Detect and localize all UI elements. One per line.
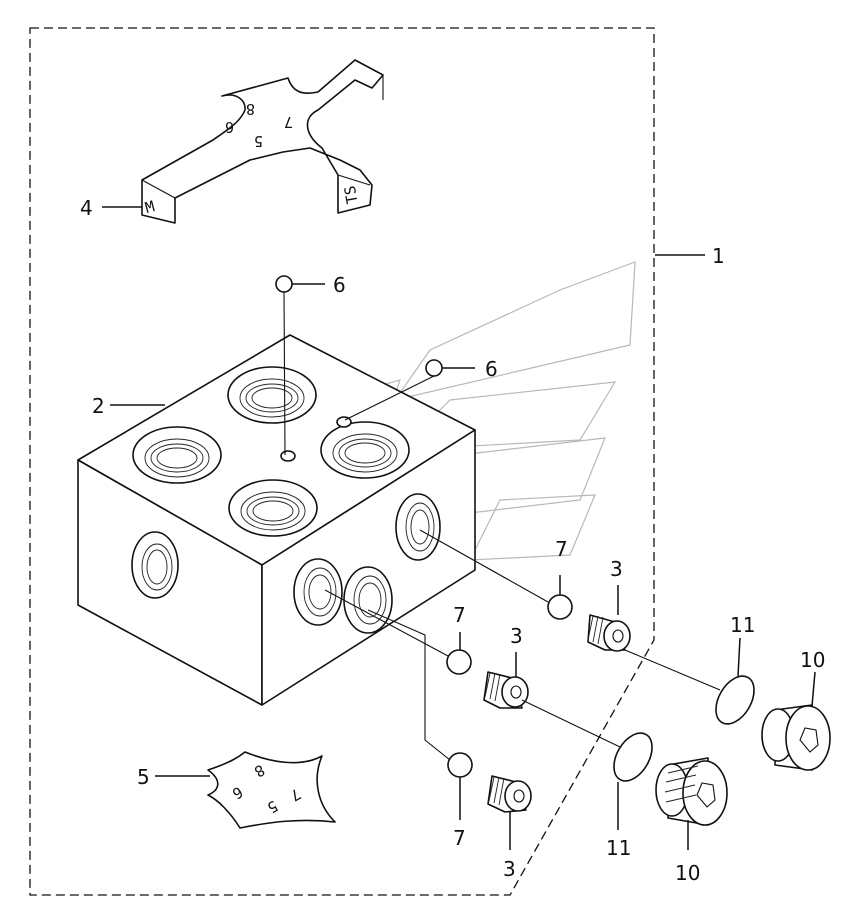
o-ring-11-upper [715, 675, 755, 725]
ball-7-lower [447, 752, 473, 778]
large-plug-upper [761, 704, 831, 771]
callout-1: 1 [712, 244, 725, 268]
plate-mark-7: 7 [284, 113, 293, 131]
pin-6-right [425, 359, 443, 377]
assembly-boundary [29, 27, 655, 896]
manifold-block [77, 334, 476, 706]
callout-2: 2 [92, 394, 105, 418]
side-port [395, 493, 441, 561]
pin-hole [336, 416, 352, 428]
small-plug-middle [483, 671, 529, 709]
leader-lines [102, 206, 816, 850]
callout-6-upper: 6 [333, 273, 346, 297]
identification-tag: 8 6 7 5 [207, 751, 336, 829]
plate-mark-8: 8 [246, 100, 255, 118]
plate-mark-m: M [143, 197, 156, 217]
small-plug-upper [587, 614, 631, 652]
side-port [343, 566, 393, 634]
ball-7-upper [547, 594, 573, 620]
plate-mark-6: 6 [225, 118, 234, 136]
callout-11-upper: 11 [730, 613, 755, 637]
callout-7-middle: 7 [453, 603, 466, 627]
pin-hole [280, 450, 296, 462]
callout-7-lower: 7 [453, 826, 466, 850]
marker-plate: M TS 6 8 7 5 [141, 59, 384, 224]
callout-10-lower: 10 [675, 861, 700, 885]
callout-11-lower: 11 [606, 836, 631, 860]
plate-mark-ts: TS [341, 184, 362, 205]
side-port [131, 531, 179, 599]
o-ring-11-lower [613, 732, 653, 782]
callout-6-right: 6 [485, 357, 498, 381]
callout-3-lower: 3 [503, 857, 516, 881]
callout-3-middle: 3 [510, 624, 523, 648]
callout-10-upper: 10 [800, 648, 825, 672]
top-port [227, 366, 317, 424]
pin-6-upper [275, 275, 293, 293]
callout-4: 4 [80, 196, 93, 220]
ball-7-middle [446, 649, 472, 675]
plate-mark-5: 5 [254, 132, 263, 150]
callout-7-upper: 7 [555, 537, 568, 561]
side-port [293, 558, 343, 626]
large-plug-lower [655, 757, 728, 826]
small-plug-lower [487, 775, 532, 813]
callout-3-upper: 3 [610, 557, 623, 581]
top-port [320, 421, 410, 479]
callout-5: 5 [137, 765, 150, 789]
top-port [132, 426, 222, 484]
callouts: 1 2 3 3 3 4 5 6 6 7 7 7 10 10 11 11 [80, 196, 825, 885]
top-port [228, 479, 318, 537]
